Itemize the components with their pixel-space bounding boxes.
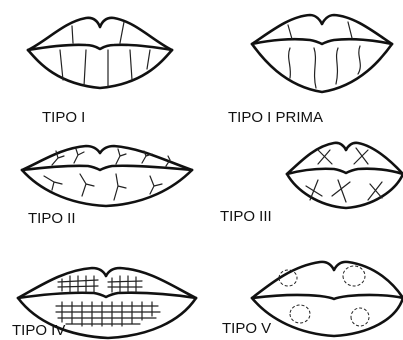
panel-tipo-3: TIPO III [220, 143, 403, 225]
lips-tipo-1-prima [252, 15, 392, 92]
label-tipo-4: TIPO IV [12, 322, 65, 339]
grooves-tipo-1-prima [288, 22, 360, 88]
lips-tipo-3 [287, 143, 403, 208]
label-tipo-3: TIPO III [220, 208, 272, 225]
panel-tipo-4: TIPO IV [12, 268, 196, 339]
label-tipo-1-prima: TIPO I PRIMA [228, 109, 323, 126]
lips-tipo-5 [252, 262, 403, 336]
grooves-tipo-2 [44, 149, 170, 200]
panel-tipo-1-prima: TIPO I PRIMA [228, 15, 392, 126]
panel-tipo-2: TIPO II [22, 146, 192, 227]
label-tipo-2: TIPO II [28, 210, 76, 227]
grooves-tipo-3 [306, 148, 382, 202]
lips-tipo-2 [22, 146, 192, 206]
label-tipo-1: TIPO I [42, 109, 85, 126]
lips-tipo-1 [28, 18, 172, 88]
label-tipo-5: TIPO V [222, 320, 271, 337]
panel-tipo-1: TIPO I [28, 18, 172, 126]
crosshatch-tipo-4 [56, 276, 160, 326]
panel-tipo-5: TIPO V [222, 262, 403, 337]
